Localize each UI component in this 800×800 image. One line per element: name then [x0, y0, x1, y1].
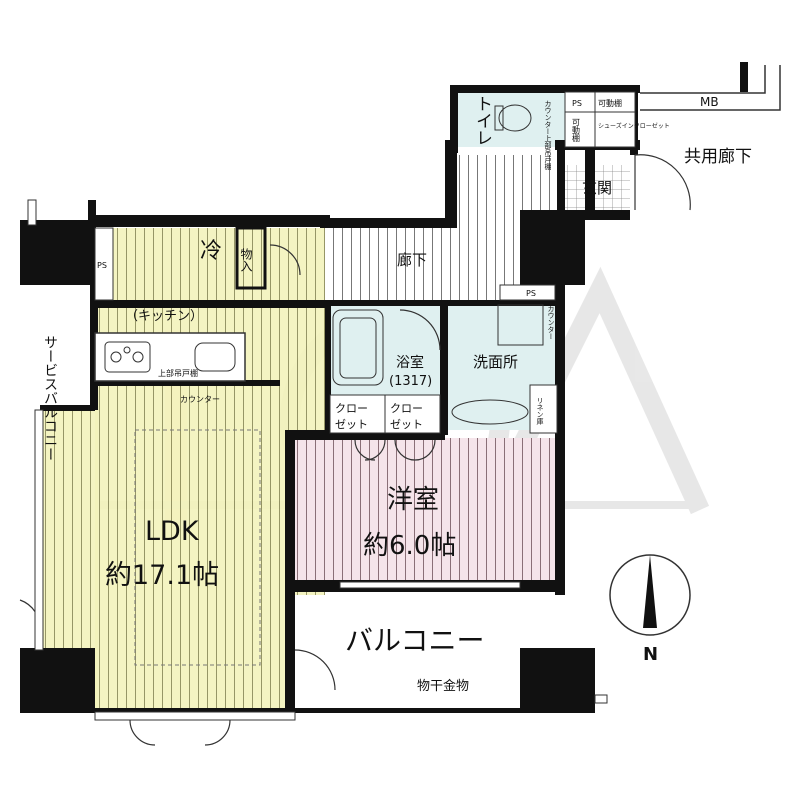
ps-label-left: PS — [97, 261, 107, 270]
western-room-floor — [292, 438, 557, 580]
kitchen-counter — [94, 332, 261, 666]
room-labels: トイレ カウンター上部吊戸棚 PS 可動棚 MB 可動棚 シューズインクローゼッ… — [42, 95, 752, 694]
storage-label: 物入 — [239, 248, 253, 272]
entrance-floor — [565, 165, 630, 210]
closet-a-label-2: ゼット — [335, 418, 368, 431]
closet-a-label-1: クロー — [335, 402, 368, 415]
corridor-label: 廊下 — [397, 251, 427, 269]
counter-top-cabinet-label: カウンター上部吊戸棚 — [544, 100, 552, 171]
bath-fixtures — [332, 104, 544, 425]
bath-size-label: (1317) — [389, 374, 432, 389]
bath-label: 浴室 — [396, 354, 424, 371]
fridge-label: 冷 — [200, 239, 222, 264]
upper-cabinet-label: 上部吊戸棚 — [158, 368, 198, 378]
compass-icon: N — [609, 554, 691, 665]
doors — [19, 154, 691, 746]
ps-label-wash: PS — [526, 289, 536, 298]
counter-wash-label: カウンター — [547, 305, 555, 340]
common-corridor-label: 共用廊下 — [684, 147, 752, 167]
linen-label: リネン庫 — [536, 397, 544, 426]
clothes-hanger-label: 物干金物 — [417, 678, 469, 694]
ps-label-top: PS — [572, 99, 582, 108]
movable-shelf-label-2: 可動棚 — [572, 118, 581, 143]
entrance-label: 玄関 — [582, 179, 612, 197]
ldk-label: LDK — [145, 516, 200, 547]
mb-label: MB — [700, 95, 719, 109]
closets — [94, 91, 636, 434]
toilet-floor — [458, 92, 568, 147]
ldk-size-label: 約17.1帖 — [105, 560, 219, 591]
service-balcony-label: サービスバルコニー — [42, 335, 58, 461]
walls — [20, 62, 748, 720]
western-room-label: 洋室 — [387, 485, 439, 515]
mb-line — [640, 65, 781, 111]
western-size-label: 約6.0帖 — [363, 531, 456, 561]
compass-label: N — [643, 644, 658, 665]
toilet-label: トイレ — [472, 95, 492, 146]
kitchen-label: （キッチン） — [125, 309, 203, 324]
windows — [27, 199, 608, 721]
shoes-in-closet-label: シューズインクローゼット — [598, 122, 670, 130]
movable-shelf-label: 可動棚 — [598, 98, 622, 108]
counter-label: カウンター — [180, 395, 220, 404]
closet-b-label-2: ゼット — [390, 418, 423, 431]
closet-b-label-1: クロー — [390, 402, 423, 415]
balcony-label: バルコニー — [345, 624, 484, 657]
washroom-label: 洗面所 — [473, 353, 518, 371]
